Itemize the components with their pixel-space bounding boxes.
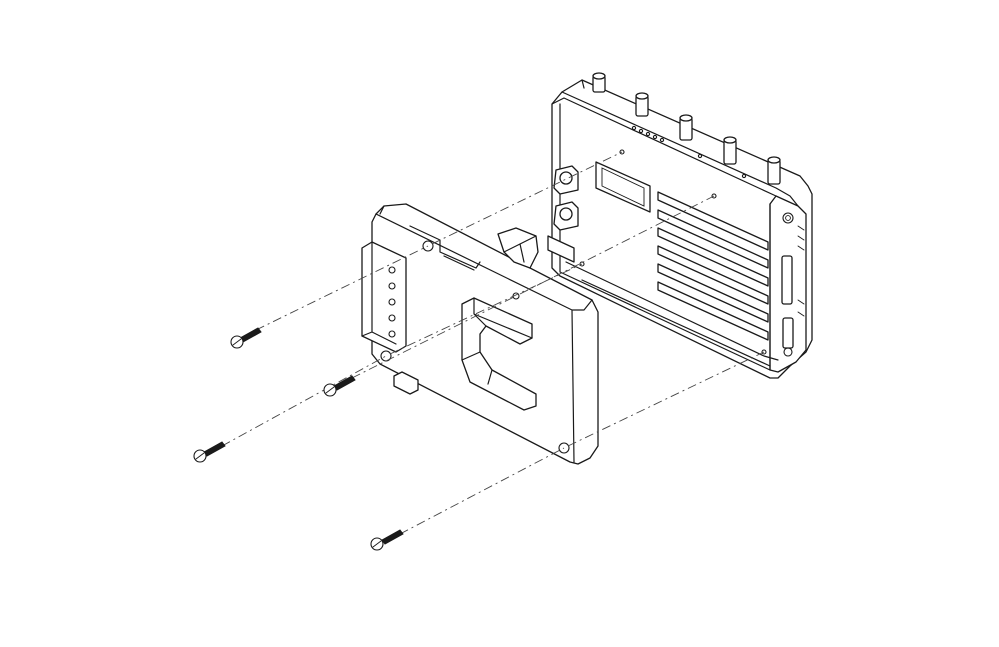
transmitter-housing <box>547 72 813 379</box>
indicator-dots <box>631 125 747 179</box>
screw-icon <box>203 441 226 457</box>
terminal-strip-edge <box>361 241 397 345</box>
plate-top-edge <box>375 213 593 463</box>
side-usb-port <box>782 317 794 349</box>
locating-key <box>393 371 419 395</box>
alignment-lines <box>221 151 765 535</box>
plate-top-recess <box>409 225 481 271</box>
screw-1 <box>230 327 262 349</box>
housing-bottom-rim <box>565 261 779 367</box>
side-grip-marks <box>797 225 805 317</box>
screw-icon <box>381 529 404 545</box>
plate-body <box>371 203 599 465</box>
housing-top-rim <box>551 79 799 207</box>
side-bnc-connectors <box>547 165 579 263</box>
housing-corner-screw <box>782 212 794 224</box>
display-window-inner <box>601 167 645 207</box>
antenna-connectors <box>592 72 781 185</box>
housing-corner-screw-inner <box>785 215 791 221</box>
side-port-slot <box>781 255 793 305</box>
screw-2 <box>323 375 356 397</box>
housing-front-edge <box>559 103 771 371</box>
display-window <box>595 161 651 213</box>
terminal-strip <box>361 241 407 353</box>
release-latch <box>497 227 539 269</box>
battery-plate <box>361 203 599 465</box>
cooling-fins <box>657 191 769 341</box>
housing-corner-screw-bottom <box>783 347 793 357</box>
screw-icon <box>333 375 356 391</box>
plate-corner <box>379 205 385 215</box>
screw-3 <box>193 441 226 463</box>
v-mount-lug <box>461 297 537 411</box>
screw-4 <box>370 529 404 551</box>
terminal-pins <box>388 266 396 338</box>
